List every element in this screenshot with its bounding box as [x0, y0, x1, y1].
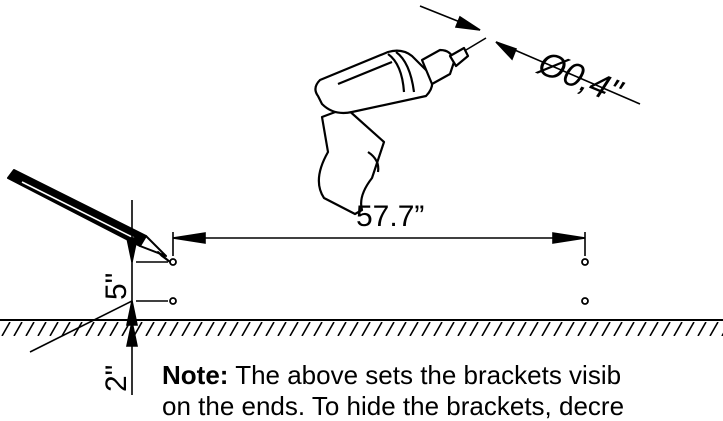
note-line-1-text: The above sets the brackets visib — [228, 360, 622, 390]
hole-diameter-label: Ø0,4" — [532, 44, 628, 112]
floor-line — [0, 319, 723, 336]
spacing-label: 57.7” — [356, 200, 424, 233]
note-text: Note: The above sets the brackets visib … — [162, 360, 723, 421]
hole-top-left — [169, 258, 177, 266]
hole-top-right — [581, 258, 589, 266]
spacing-dimension — [172, 232, 586, 256]
vertical-dimension — [29, 200, 168, 395]
hole-bottom-left — [169, 297, 177, 305]
mounting-holes — [169, 258, 589, 305]
note-line-2: on the ends. To hide the brackets, decre — [162, 391, 625, 421]
note-line-1: Note: The above sets the brackets visib — [162, 360, 723, 391]
vertical-gap-label: 5" — [100, 273, 133, 300]
note-heading: Note: — [162, 360, 229, 390]
drill-icon — [314, 37, 487, 216]
floor-height-label: 2" — [100, 365, 133, 392]
hole-bottom-right — [581, 297, 589, 305]
pencil-icon — [7, 169, 171, 263]
hole-diameter-dimension — [419, 5, 641, 105]
